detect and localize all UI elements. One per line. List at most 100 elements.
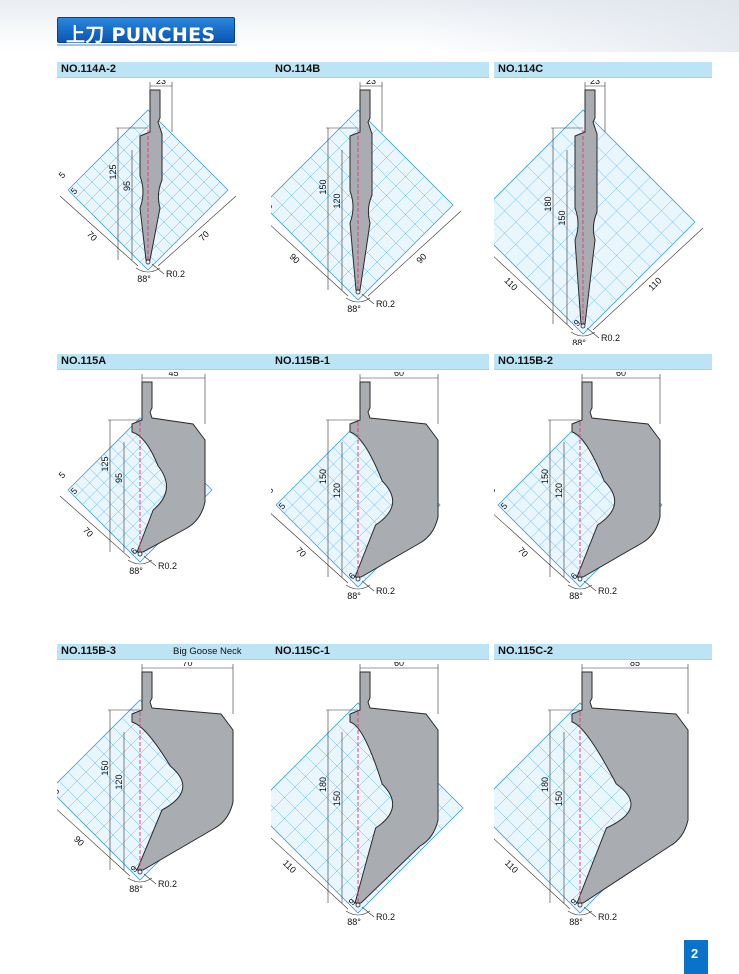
tip-radius: R0.2 — [376, 912, 395, 922]
page-number: 2 — [691, 946, 699, 961]
grid-line — [123, 133, 205, 215]
punch-drawing: 2318015011055110988°R0.2 — [494, 80, 704, 345]
model-label-bar: NO.115B-1 — [271, 354, 489, 370]
grid-outline — [494, 109, 696, 335]
tip-angle: 88° — [137, 274, 151, 284]
total-height-dimension: 180 — [540, 777, 550, 792]
tip-width-dimension: 9 — [569, 897, 580, 908]
left-side-dimension: 90 — [72, 834, 86, 848]
width-dimension: 60 — [394, 662, 404, 668]
model-label-bar: NO.115A — [57, 354, 275, 370]
title-underline — [57, 44, 237, 46]
dimension-lines — [59, 374, 206, 567]
punch-card: NO.115C-28518015011055988°R0.2 — [494, 644, 712, 954]
tip-radius-mark — [355, 902, 361, 908]
tip-width-dimension: 9 — [347, 897, 358, 908]
dimension-lines — [494, 664, 689, 918]
grid-line — [329, 138, 425, 234]
model-label-bar: NO.115C-2 — [494, 644, 712, 660]
dimension-lines — [494, 374, 661, 592]
left-side-dimension: 70 — [516, 545, 530, 559]
tip-radius-mark — [577, 902, 583, 908]
tip-radius-mark — [137, 869, 143, 875]
model-label-bar: NO.115C-1 — [271, 644, 489, 660]
tip-width-dimension: 6 — [569, 571, 580, 582]
punch-drawing: 8518015011055988°R0.2 — [494, 662, 689, 927]
model-label-bar: NO.114B — [271, 62, 489, 78]
punch-body — [131, 381, 206, 553]
work-height-dimension: 150 — [557, 210, 567, 225]
total-height-dimension: 150 — [540, 469, 550, 484]
right-side-dimension: 90 — [414, 251, 428, 265]
dimension-lines — [59, 82, 237, 275]
left-side-dimension: 70 — [294, 545, 308, 559]
tip-radius: R0.2 — [376, 299, 395, 309]
page-number-tab: 2 — [684, 940, 708, 974]
tooling-grid — [494, 109, 696, 335]
offset-dimension-top: 5 — [57, 470, 67, 481]
punch-body — [574, 89, 598, 325]
grid-line — [571, 210, 684, 323]
section-title: 上刀 PUNCHES — [66, 24, 216, 46]
punch-card: NO.114C2318015011055110988°R0.2 — [494, 62, 712, 347]
model-code: NO.115A — [61, 355, 107, 367]
tip-angle: 88° — [569, 591, 583, 601]
punch-card: NO.114B2315012090559088°R0.2 — [271, 62, 489, 314]
total-height-dimension: 180 — [543, 196, 553, 211]
tip-radius: R0.2 — [158, 879, 177, 889]
model-label-bar: NO.115B-3 Big Goose Neck — [57, 644, 275, 660]
grid-line — [538, 177, 651, 290]
tip-radius: R0.2 — [166, 269, 185, 279]
model-code: NO.115B-3 — [61, 645, 117, 657]
tip-radius: R0.2 — [601, 333, 620, 343]
width-dimension: 60 — [616, 372, 626, 378]
width-dimension: 85 — [630, 662, 640, 668]
grid-line — [549, 143, 662, 256]
tip-width-dimension: 6 — [347, 571, 358, 582]
punch-body — [131, 671, 234, 871]
dimension-lines — [271, 374, 439, 592]
offset-dimension-bottom: 5 — [69, 486, 80, 497]
tooling-grid — [271, 702, 464, 914]
right-side-dimension: 70 — [197, 229, 211, 243]
model-code: NO.114B — [275, 63, 321, 75]
offset-dimension-bottom: 5 — [499, 501, 510, 512]
offset-dimension-bottom: 5 — [57, 786, 61, 797]
grid-line — [348, 195, 444, 291]
tip-angle: 88° — [569, 917, 583, 927]
total-height-dimension: 150 — [100, 760, 110, 775]
tip-radius: R0.2 — [376, 586, 395, 596]
left-side-dimension: 70 — [81, 525, 95, 539]
tip-radius-mark — [355, 289, 361, 295]
work-height-dimension: 120 — [332, 483, 342, 498]
total-height-dimension: 150 — [318, 469, 328, 484]
tip-radius-mark — [145, 259, 151, 265]
work-height-dimension: 150 — [554, 791, 564, 806]
width-dimension: 23 — [590, 80, 600, 86]
dimension-lines — [271, 82, 462, 305]
model-label-bar: NO.114C — [494, 62, 712, 78]
model-code: NO.114A-2 — [61, 63, 117, 75]
tip-angle: 88° — [129, 884, 143, 894]
tip-angle: 88° — [347, 304, 361, 312]
punch-body — [139, 89, 163, 261]
work-height-dimension: 95 — [122, 181, 132, 191]
tip-width-dimension: 9 — [572, 318, 583, 329]
work-height-dimension: 95 — [114, 473, 124, 483]
model-note: Big Goose Neck — [173, 646, 242, 657]
tip-radius-mark — [355, 576, 361, 582]
punch-body — [349, 381, 439, 578]
punch-drawing: 6018015011055988°R0.2 — [271, 662, 464, 927]
grid-line — [139, 181, 221, 263]
tip-radius: R0.2 — [598, 586, 617, 596]
grid-line — [123, 165, 205, 247]
tip-radius-mark — [580, 323, 586, 329]
